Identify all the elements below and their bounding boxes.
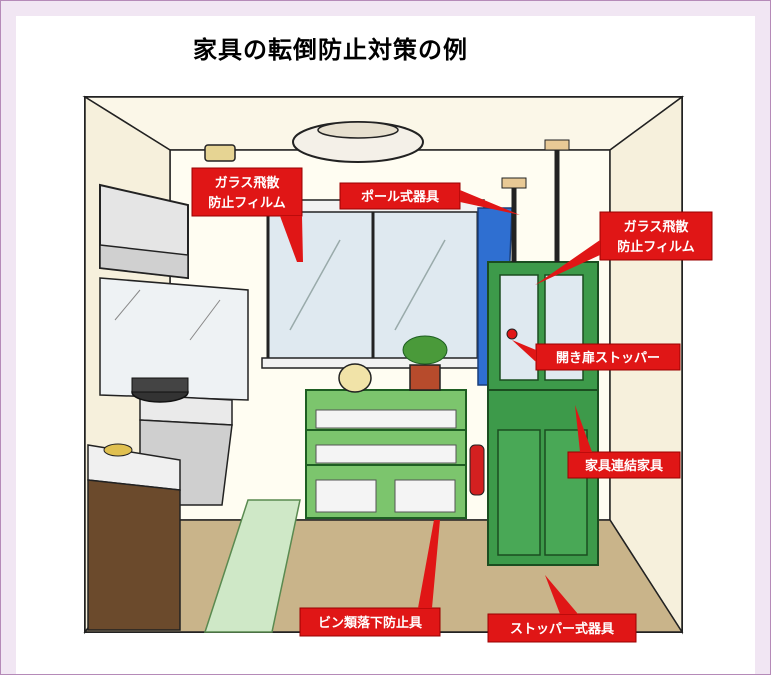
plant-icon xyxy=(402,335,448,391)
svg-text:防止フィルム: 防止フィルム xyxy=(208,195,285,211)
pole-fixture-icon xyxy=(501,139,570,262)
svg-text:家具連結家具: 家具連結家具 xyxy=(585,458,663,474)
counter-icon xyxy=(87,443,181,631)
page-top-band xyxy=(0,0,771,16)
svg-text:ガラス飛散: ガラス飛散 xyxy=(215,175,281,191)
svg-text:ストッパー式器具: ストッパー式器具 xyxy=(510,621,614,637)
callout-glass-film-left: ガラス飛散 防止フィルム xyxy=(191,167,303,262)
svg-text:ビン類落下防止具: ビン類落下防止具 xyxy=(318,615,422,631)
callout-door-stopper: 開き扉ストッパー xyxy=(506,328,681,371)
callout-bottle-fall: ビン類落下防止具 xyxy=(299,520,441,637)
callout-furniture-link: 家具連結家具 xyxy=(567,405,681,479)
fire-extinguisher-icon xyxy=(469,444,485,496)
callout-pole: ポール式器具 xyxy=(339,182,520,215)
page-left-band xyxy=(0,0,16,675)
rug-icon xyxy=(203,499,301,633)
svg-text:ガラス飛散: ガラス飛散 xyxy=(624,219,690,235)
callout-stopper: ストッパー式器具 xyxy=(487,575,637,643)
kettle-icon xyxy=(338,363,372,393)
ceiling-light-icon xyxy=(292,121,424,163)
stove-icon xyxy=(131,377,233,506)
callout-glass-film-right: ガラス飛散 防止フィルム xyxy=(535,211,713,285)
svg-text:防止フィルム: 防止フィルム xyxy=(617,239,694,255)
page-right-band xyxy=(755,0,771,675)
svg-text:開き扉ストッパー: 開き扉ストッパー xyxy=(556,350,660,366)
tall-cabinet-icon xyxy=(487,261,599,566)
open-shelf-icon xyxy=(305,389,467,519)
page-title: 家具の転倒防止対策の例 xyxy=(193,36,468,64)
smoke-detector-icon xyxy=(204,144,236,162)
backsplash-icon xyxy=(99,277,249,401)
svg-text:ポール式器具: ポール式器具 xyxy=(361,189,439,205)
range-hood-icon xyxy=(99,183,189,280)
